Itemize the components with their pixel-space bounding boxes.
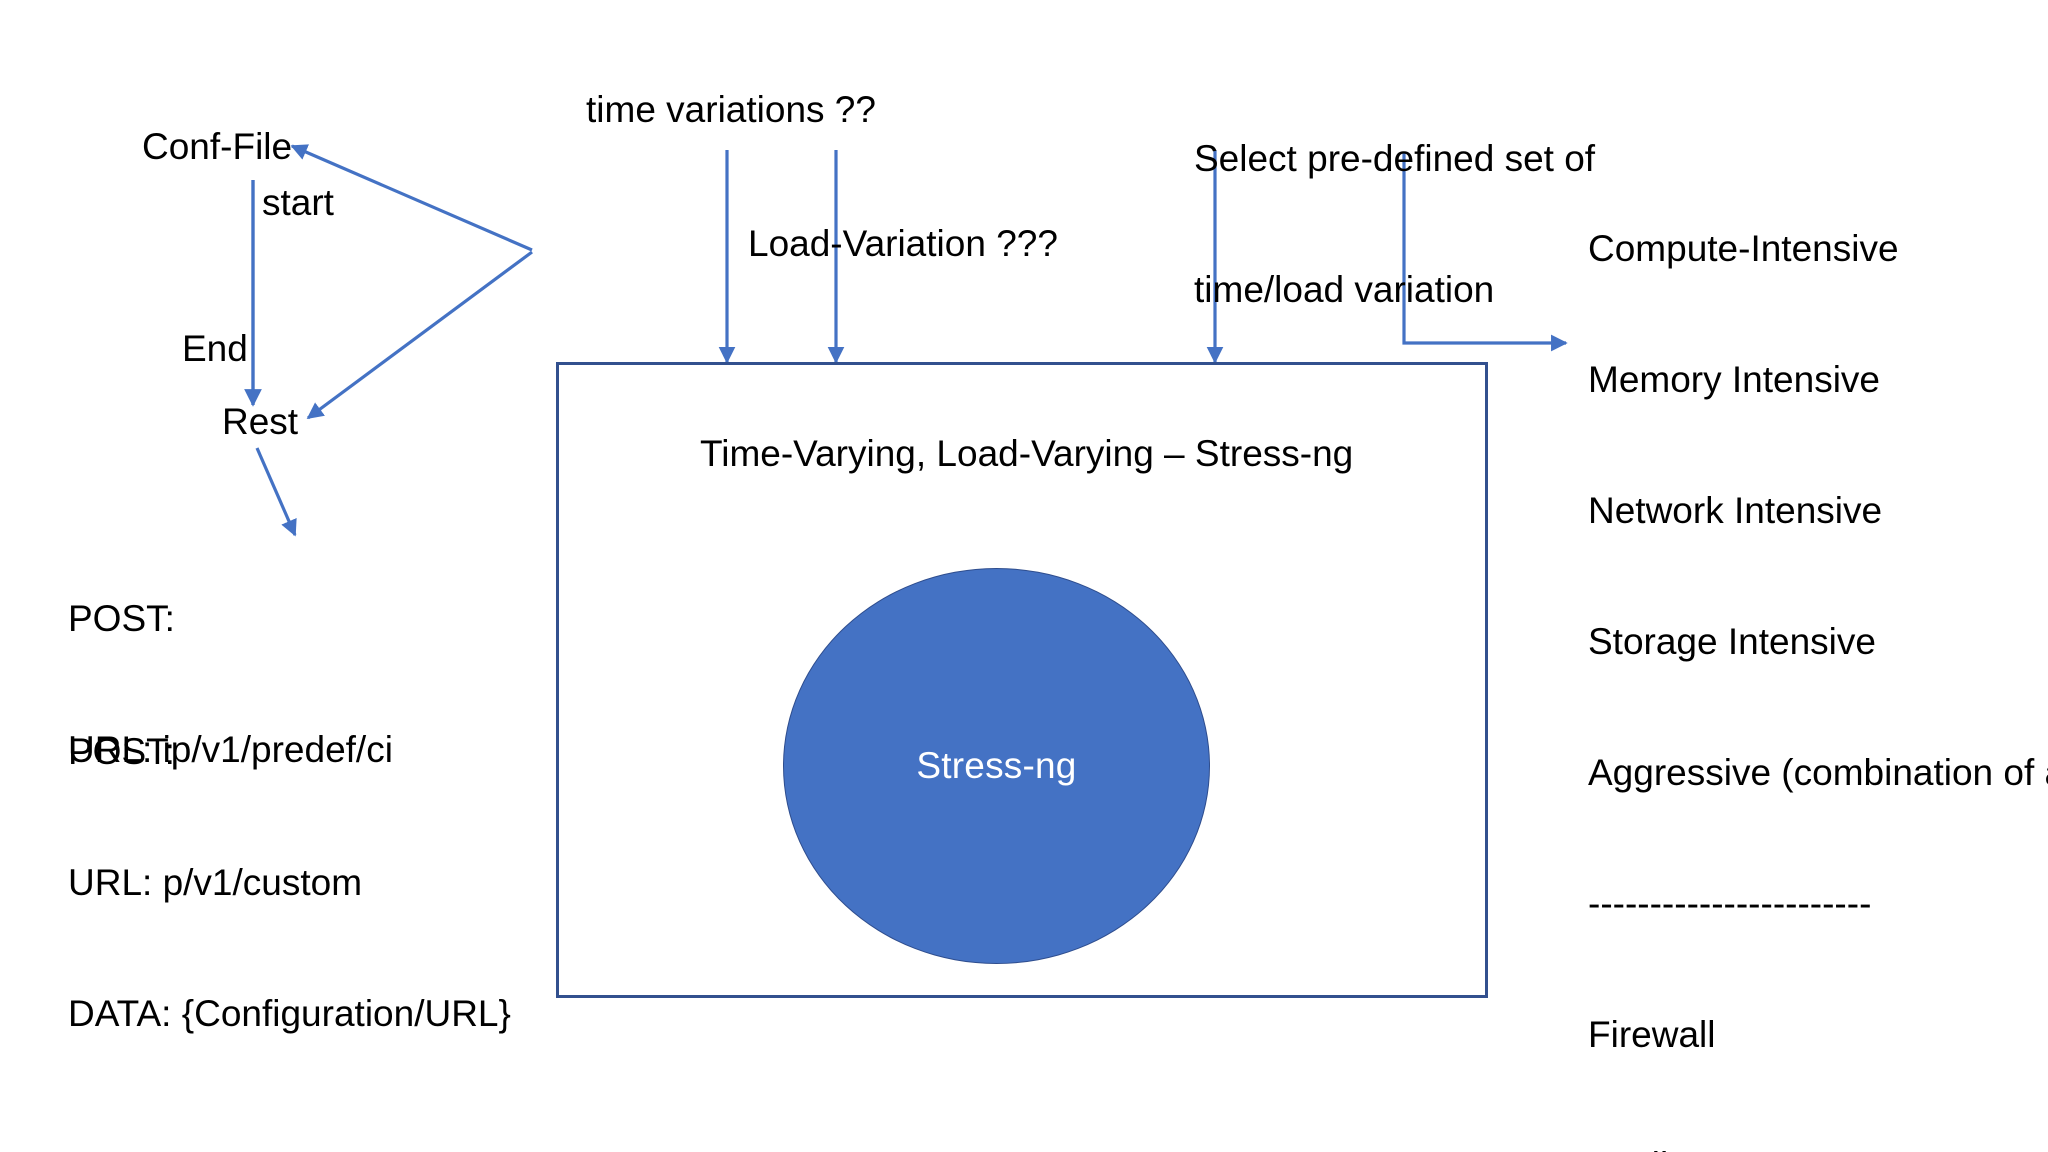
request-predef-method: POST: bbox=[68, 598, 175, 640]
annotation-load-variation: Load-Variation ??? bbox=[748, 223, 1058, 264]
list-item: Compute-Intensive bbox=[1588, 228, 1899, 270]
container-title: Time-Varying, Load-Varying – Stress-ng bbox=[700, 433, 1354, 474]
list-item: Firewall bbox=[1588, 1014, 1716, 1056]
request-block-custom: POST: URL: p/v1/custom DATA: {Configurat… bbox=[68, 643, 511, 1123]
arrow-box-to-rest bbox=[306, 250, 533, 420]
list-item: Network Intensive bbox=[1588, 490, 1883, 532]
edge-label-start: start bbox=[262, 182, 334, 223]
list-item: Aggressive (combination of al bbox=[1588, 752, 2048, 794]
annotation-time-variations: time variations ?? bbox=[586, 89, 876, 130]
request-block-predef: POST: URL: ip/v1/predef/ci bbox=[68, 510, 393, 859]
list-item: Memory Intensive bbox=[1588, 359, 1880, 401]
annotation-select-predefined: Select pre-defined set of time/load vari… bbox=[1194, 50, 1595, 399]
request-predef-url: URL: ip/v1/predef/ci bbox=[68, 729, 393, 771]
edge-label-end: End bbox=[182, 328, 248, 369]
annotation-select-predefined-line2: time/load variation bbox=[1194, 269, 1495, 311]
workload-list: Compute-Intensive Memory Intensive Netwo… bbox=[1588, 140, 2048, 1152]
request-custom-url: URL: p/v1/custom bbox=[68, 862, 363, 904]
annotation-select-predefined-line1: Select pre-defined set of bbox=[1194, 138, 1596, 180]
request-custom-data: DATA: {Configuration/URL} bbox=[68, 993, 511, 1035]
list-divider: ----------------------- bbox=[1588, 883, 1872, 925]
stress-ng-circle[interactable]: Stress-ng bbox=[783, 568, 1210, 964]
node-rest[interactable]: Rest bbox=[222, 401, 299, 442]
list-item: Media-Gateway bbox=[1588, 1144, 2048, 1152]
stress-ng-circle-label: Stress-ng bbox=[916, 745, 1077, 786]
request-custom-method: POST: bbox=[68, 731, 175, 773]
list-item: Storage Intensive bbox=[1588, 621, 1876, 663]
node-conf-file[interactable]: Conf-File bbox=[142, 126, 293, 167]
